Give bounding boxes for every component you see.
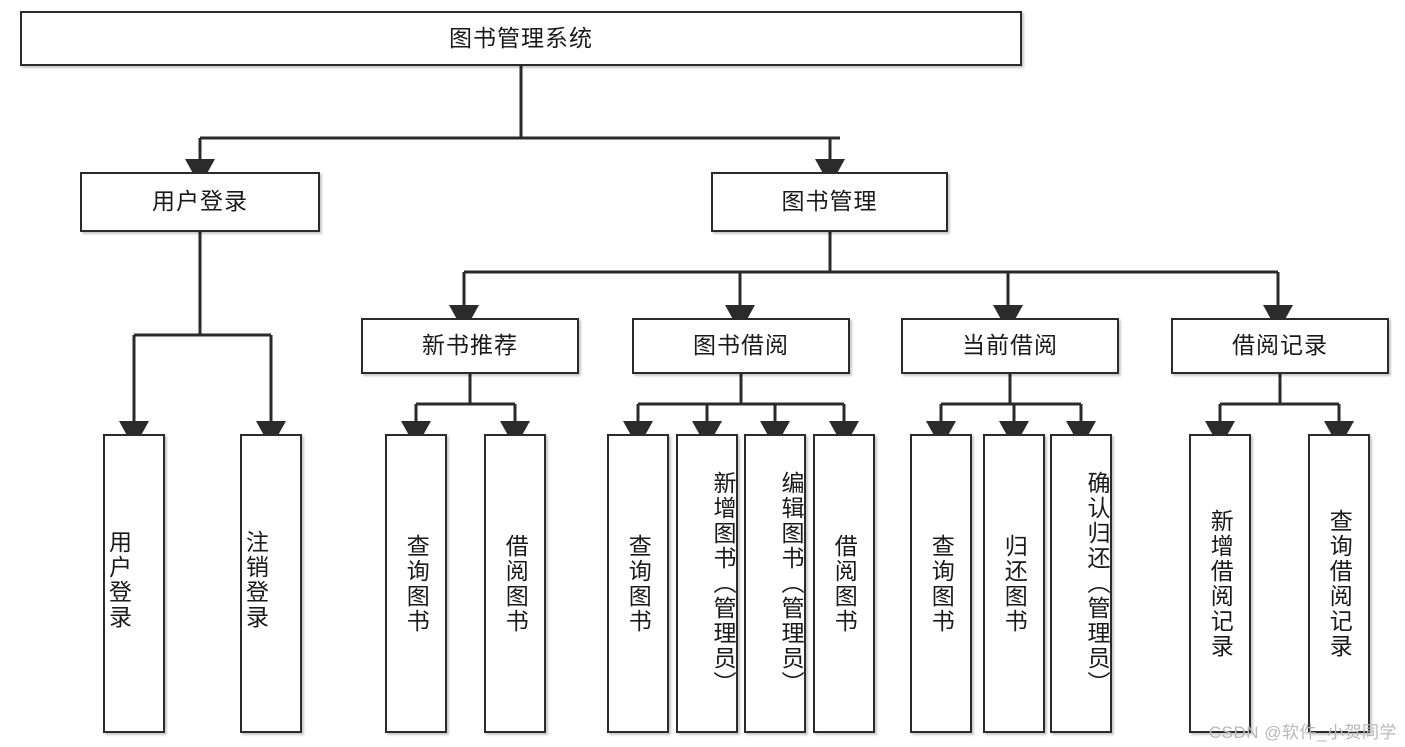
node-leaf-query-book-3[interactable]: 查询图书 — [910, 434, 972, 733]
node-leaf-query-record[interactable]: 查询借阅记录 — [1308, 434, 1370, 733]
watermark: CSDN @软件_小贺同学 — [1208, 723, 1397, 742]
node-leaf-return-book[interactable]: 归还图书 — [983, 434, 1045, 733]
node-user-login[interactable]: 用户登录 — [80, 172, 320, 232]
node-leaf-query-book-2[interactable]: 查询图书 — [607, 434, 669, 733]
node-leaf-confirm-return[interactable]: 确认归还（管理员） — [1050, 434, 1112, 733]
node-leaf-query-book-1[interactable]: 查询图书 — [385, 434, 447, 733]
node-leaf-borrow-book-1[interactable]: 借阅图书 — [484, 434, 546, 733]
node-root[interactable]: 图书管理系统 — [20, 11, 1022, 66]
node-leaf-add-book[interactable]: 新增图书（管理员） — [676, 434, 738, 733]
node-leaf-logout[interactable]: 注销登录 — [240, 434, 302, 733]
node-current-borrow[interactable]: 当前借阅 — [901, 318, 1119, 374]
node-leaf-borrow-book-2[interactable]: 借阅图书 — [813, 434, 875, 733]
node-new-book-recommend[interactable]: 新书推荐 — [361, 318, 579, 374]
node-leaf-user-login[interactable]: 用户登录 — [103, 434, 165, 733]
node-borrow-record[interactable]: 借阅记录 — [1171, 318, 1389, 374]
node-leaf-add-record[interactable]: 新增借阅记录 — [1189, 434, 1251, 733]
node-leaf-edit-book[interactable]: 编辑图书（管理员） — [744, 434, 806, 733]
node-book-borrow[interactable]: 图书借阅 — [632, 318, 850, 374]
node-book-manage[interactable]: 图书管理 — [711, 172, 948, 232]
